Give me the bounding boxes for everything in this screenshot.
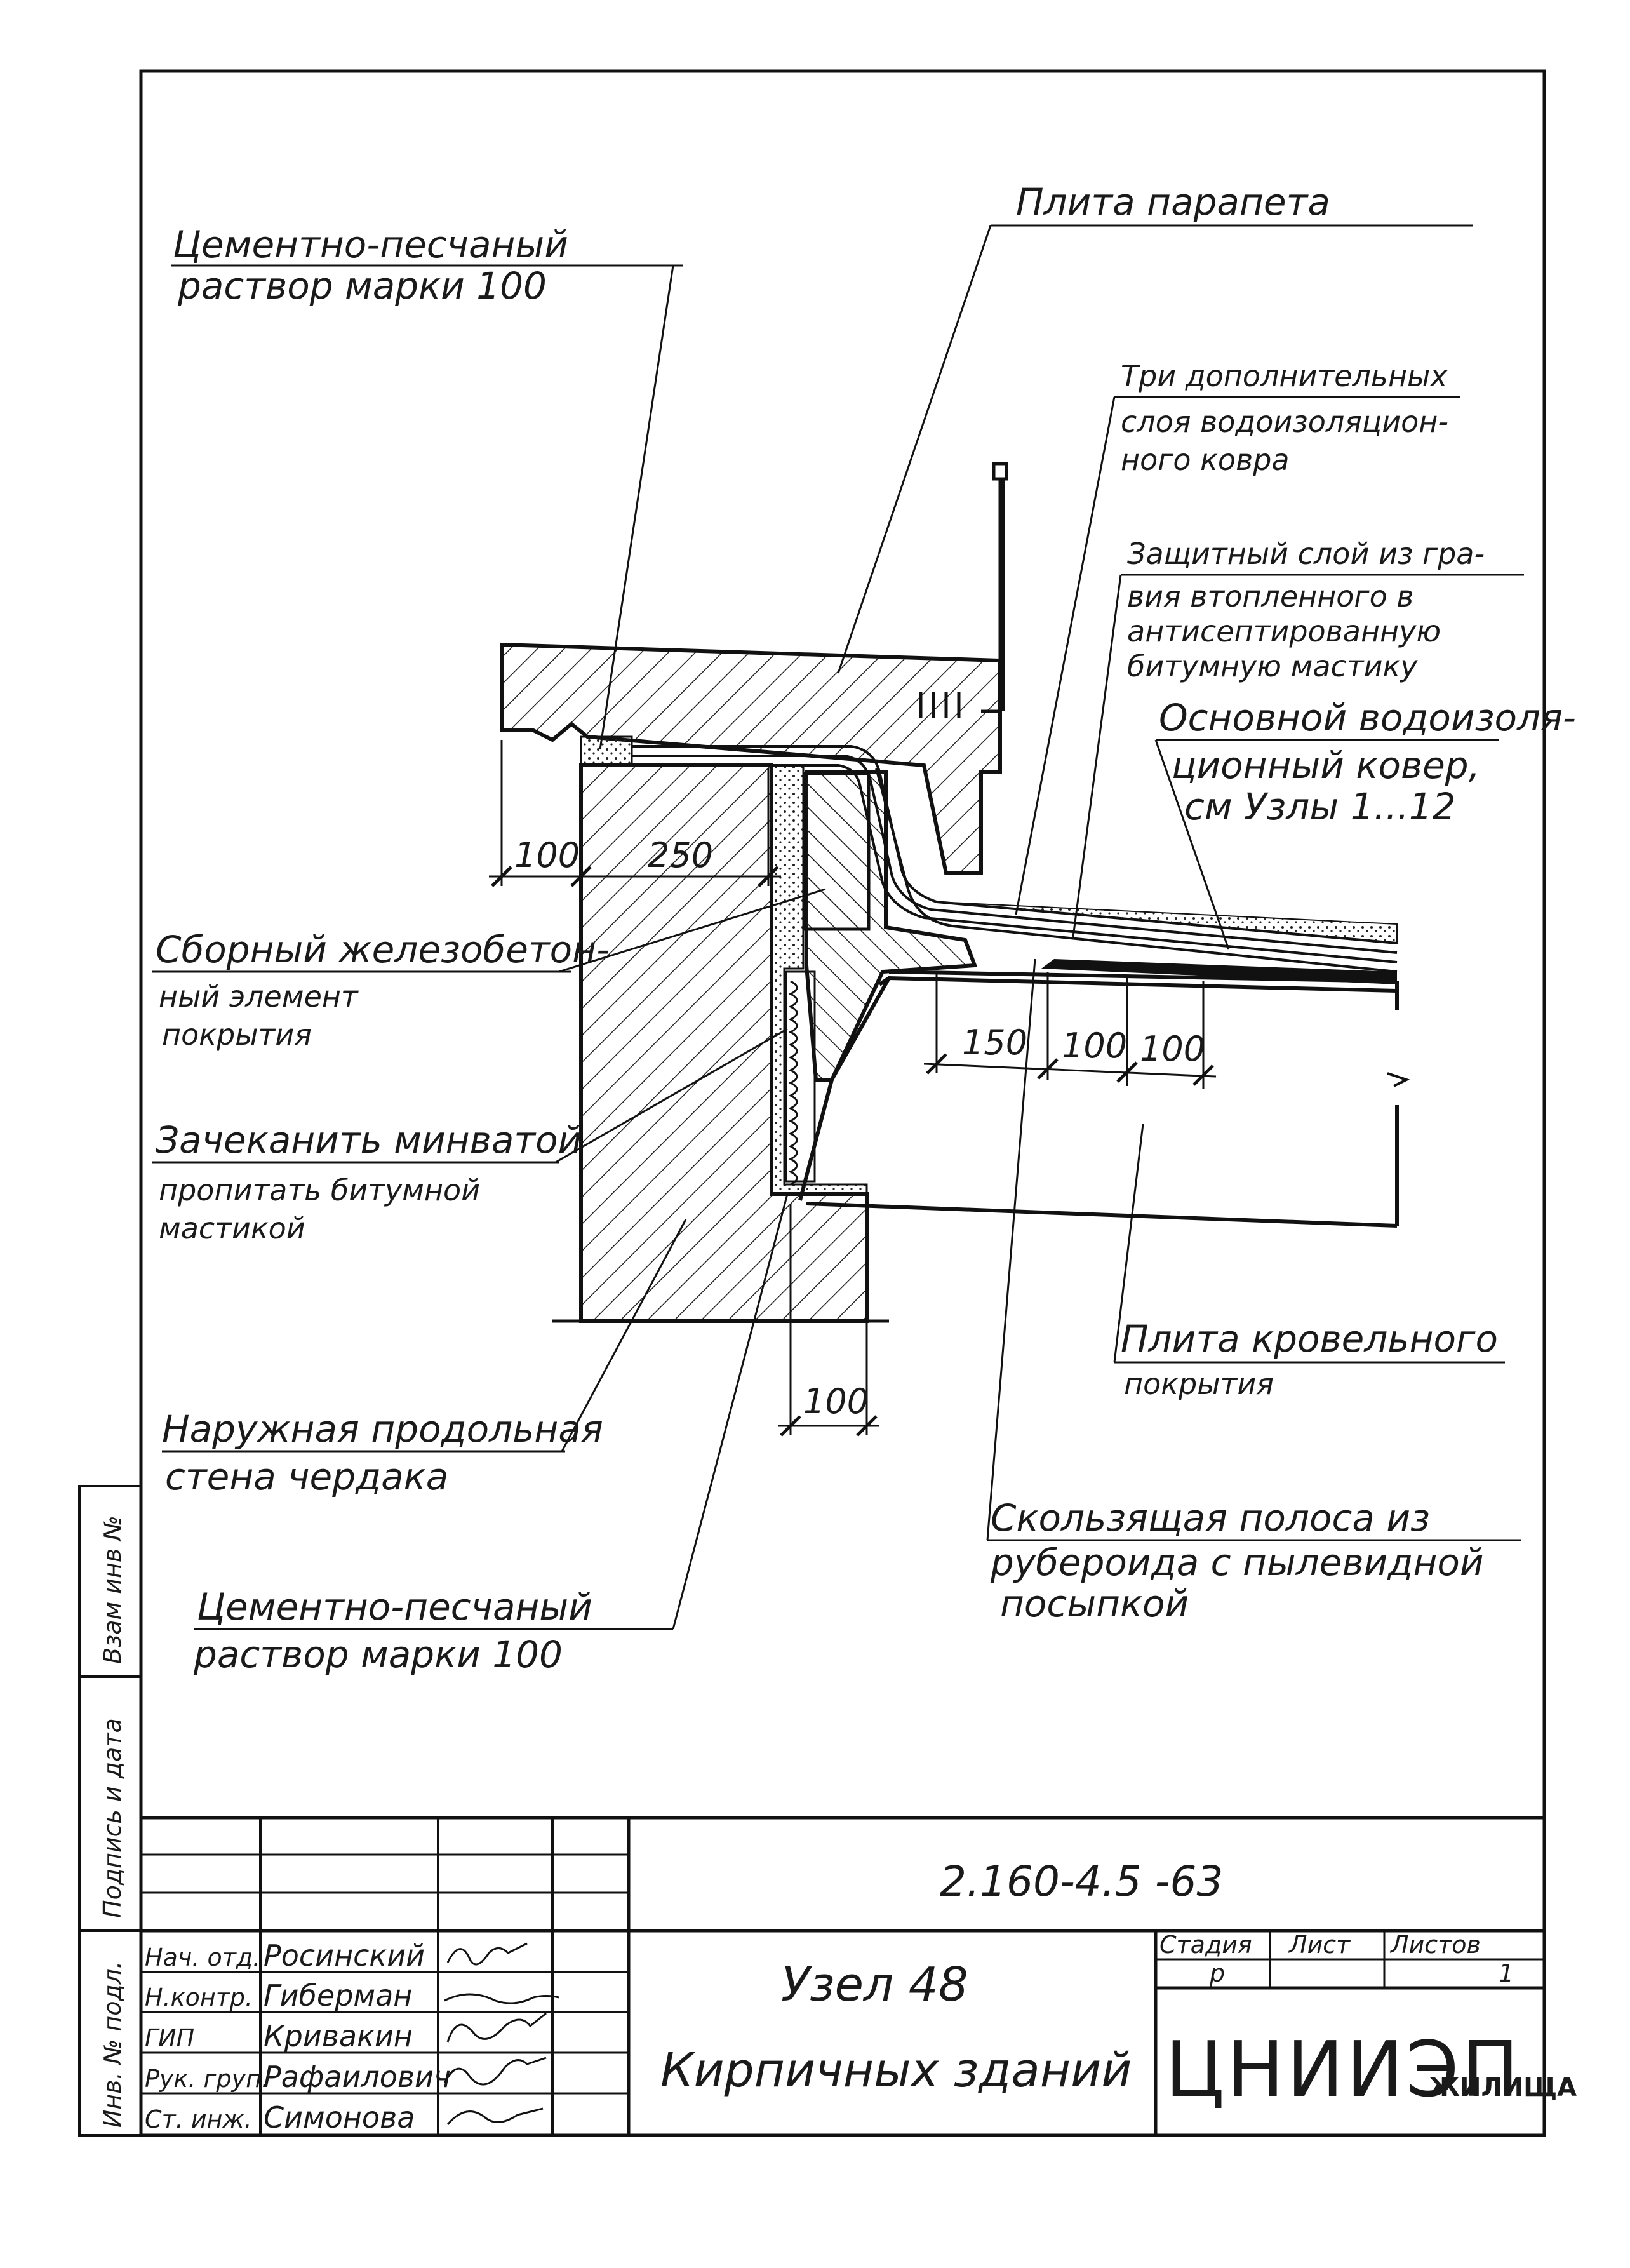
dim-250: 250 [648, 835, 713, 875]
anchor-rod [919, 462, 1008, 718]
dim-100-bottom: 100 [803, 1381, 869, 1421]
label-outer-wall-1: Наружная продольная [162, 1407, 603, 1451]
staff-role: Н.контр. [145, 1983, 253, 2011]
signatures [443, 1942, 559, 2125]
waterproofing-layers [632, 745, 1398, 973]
label-three-layers-2: слоя водоизоляцион- [1121, 405, 1448, 439]
label-caulk-1: Зачеканить минватой [156, 1118, 582, 1162]
label-caulk-2: пропитать битумной [159, 1173, 480, 1207]
gravel-layer [936, 901, 1398, 944]
label-protect-4: битумную мастику [1127, 649, 1418, 683]
label-sliding-3: посыпкой [1000, 1582, 1189, 1625]
label-protect-2: вия втопленного в [1127, 579, 1413, 614]
roof-slab [798, 970, 1399, 1228]
label-outer-wall-2: стена чердака [165, 1455, 448, 1498]
dim-150: 150 [962, 1023, 1027, 1063]
label-main-carpet-1: Основной водоизоля- [1159, 696, 1576, 739]
wall-section [500, 462, 1410, 1323]
label-precast-3: покрытия [162, 1017, 312, 1052]
org-name: ЦНИИЭП [1165, 2026, 1521, 2114]
dim-100-a: 100 [1062, 1026, 1127, 1066]
sheet-frame [139, 69, 1546, 2137]
label-mortar-top-1: Цементно-песчаный [173, 223, 568, 266]
org-subtitle: ЖИЛИЩА [1429, 2073, 1577, 2102]
leader-lines [152, 224, 1524, 1630]
label-three-layers-1: Три дополнительных [1121, 359, 1448, 393]
sheet-header: Лист [1288, 1931, 1351, 1959]
label-protect-1: Защитный слой из гра- [1127, 537, 1485, 571]
side-stamp-sign-date: Подпись и дата [98, 1718, 126, 1918]
staff-role: Нач. отд. [145, 1943, 260, 1971]
stage-header: Стадия [1159, 1931, 1252, 1959]
title-block-grid [141, 1816, 1544, 2135]
dimension-ticks [491, 866, 1214, 1437]
label-roof-slab-1: Плита кровельного [1121, 1317, 1498, 1360]
label-main-carpet-2: ционный ковер, [1172, 744, 1480, 787]
dim-100-b: 100 [1140, 1029, 1205, 1069]
label-mortar-bot-2: раствор марки 100 [193, 1633, 563, 1676]
side-stamp [78, 1485, 142, 2137]
side-stamp-inv-repl: Взам инв № [98, 1515, 126, 1664]
title-line-2: Кирпичных зданий [660, 2043, 1132, 2098]
sheets-value: 1 [1499, 1959, 1514, 1987]
label-main-carpet-3: см Узлы 1...12 [1184, 785, 1456, 828]
dim-100-left: 100 [514, 835, 580, 875]
label-three-layers-3: ного ковра [1121, 443, 1290, 477]
stage-value: р [1209, 1959, 1225, 1987]
title-line-1: Узел 48 [781, 1957, 968, 2012]
label-sliding-2: рубероида с пылевидной [990, 1541, 1484, 1584]
label-mortar-top-2: раствор марки 100 [177, 264, 547, 307]
staff-role: Рук. груп. [145, 2065, 269, 2093]
staff-name: Росинский [264, 1938, 425, 1973]
label-precast-2: ный элемент [159, 979, 359, 1014]
staff-role: Ст. инж. [145, 2105, 252, 2133]
label-roof-slab-2: покрытия [1124, 1367, 1274, 1401]
label-caulk-3: мастикой [159, 1211, 305, 1245]
side-stamp-inv-orig: Инв. № подл. [98, 1961, 126, 2128]
label-parapet-slab: Плита парапета [1016, 180, 1330, 224]
dimension-lines [489, 740, 1217, 1435]
label-precast-1: Сборный железобетон- [156, 928, 610, 971]
label-sliding-1: Скользящая полоса из [991, 1496, 1430, 1540]
staff-name: Симонова [264, 2100, 415, 2135]
staff-name: Кривакин [264, 2019, 413, 2053]
staff-name: Гиберман [264, 1978, 412, 2013]
label-protect-3: антисептированную [1127, 614, 1441, 648]
parapet-slab [500, 642, 1002, 875]
staff-name: Рафаилович [264, 2060, 451, 2094]
label-mortar-bot-1: Цементно-песчаный [197, 1585, 592, 1628]
staff-role: ГИП [145, 2024, 194, 2052]
sheets-header: Листов [1389, 1931, 1481, 1959]
doc-code: 2.160-4.5 -63 [940, 1857, 1224, 1906]
